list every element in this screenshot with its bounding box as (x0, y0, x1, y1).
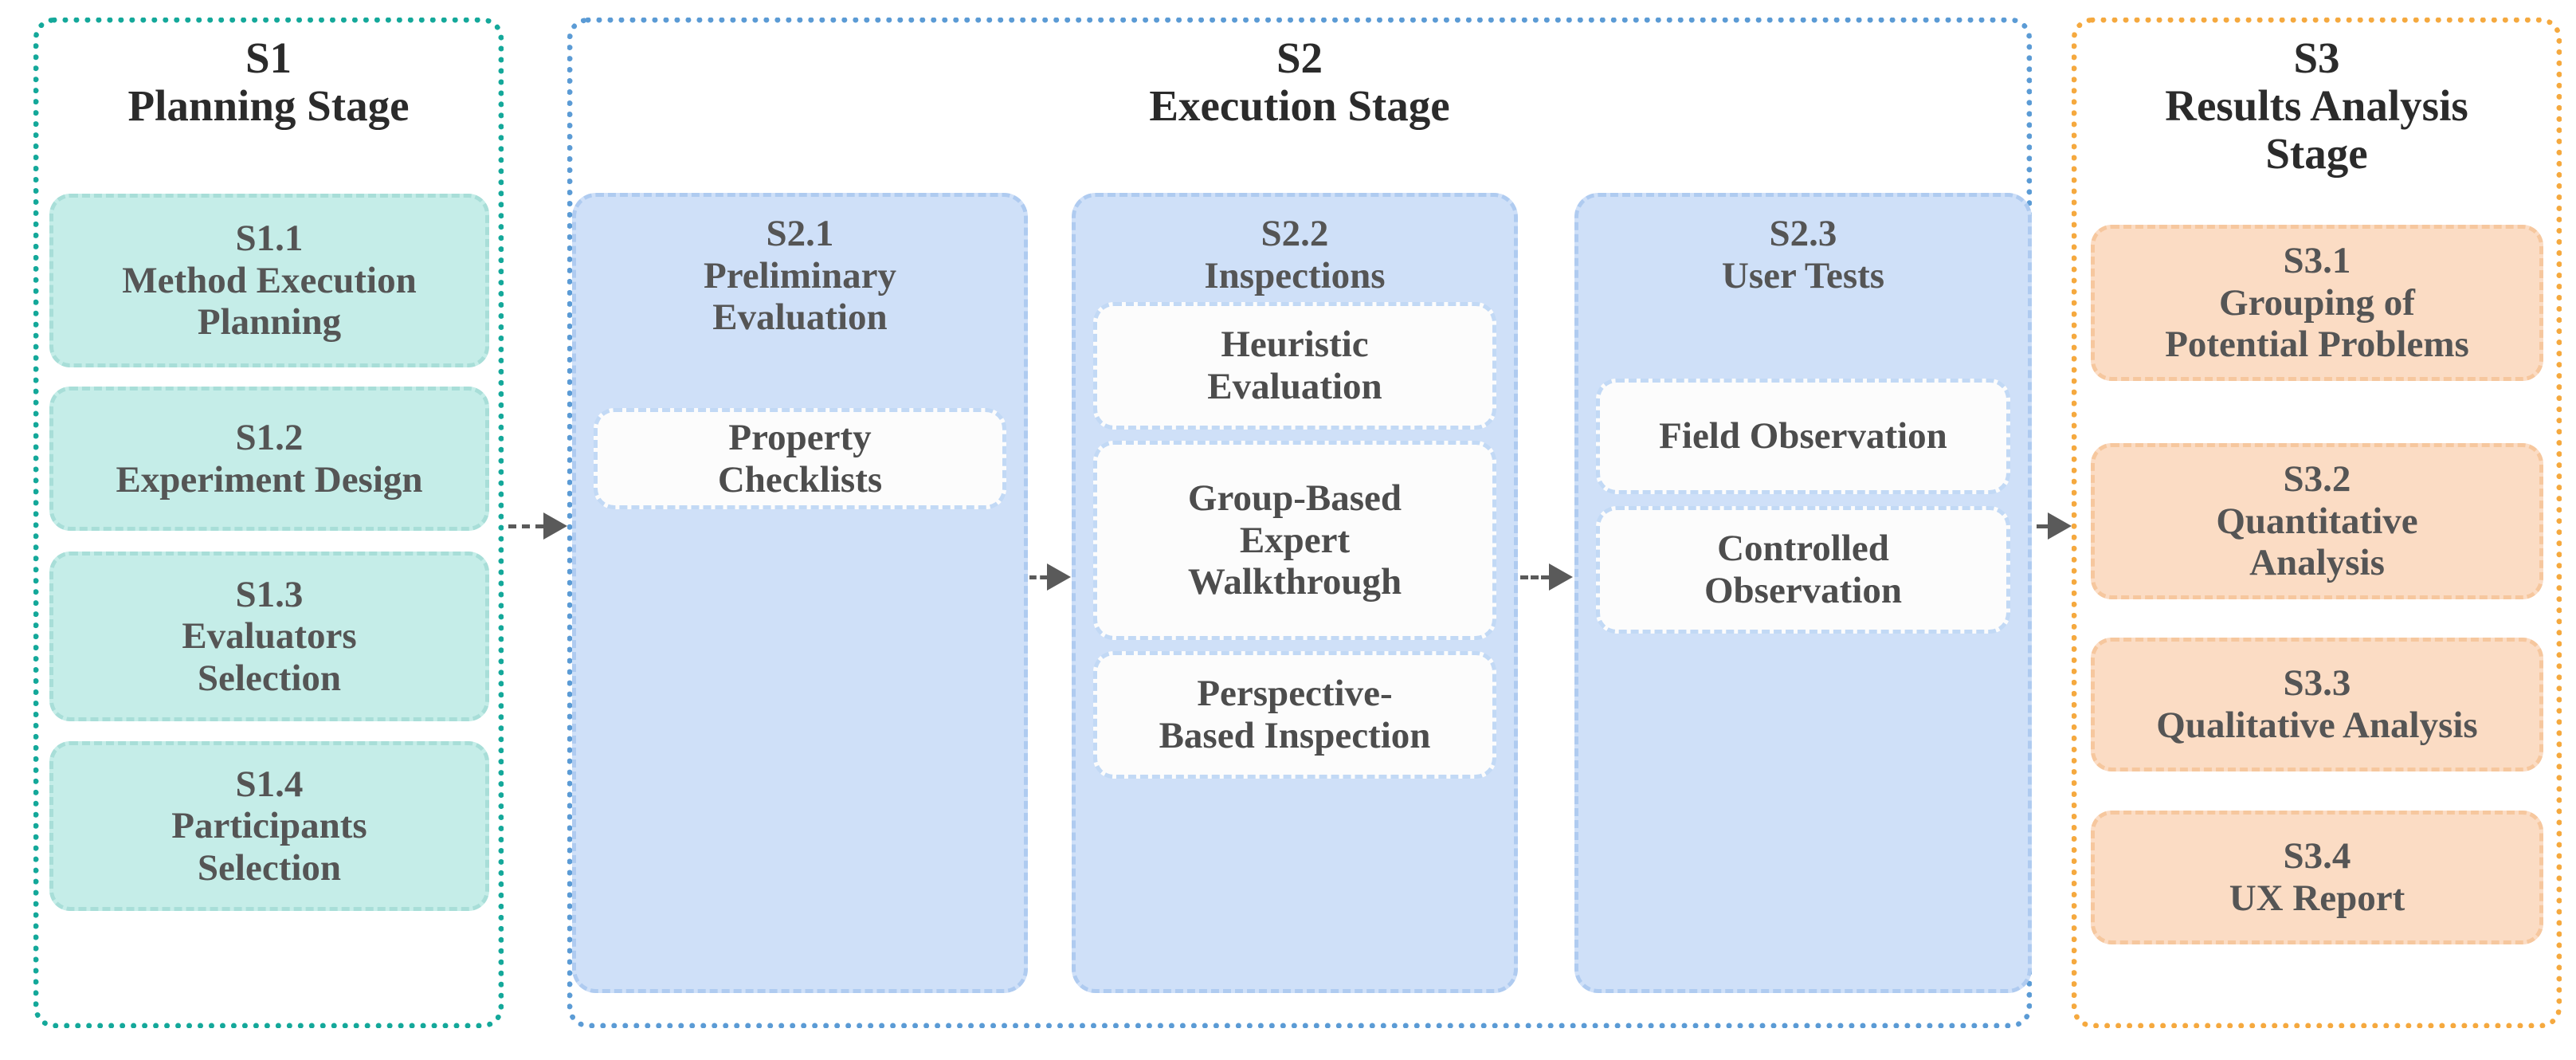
s2-method-property-checklists[interactable]: Property Checklists (594, 408, 1006, 509)
s1-item-4-label: S1.4 Participants Selection (171, 763, 367, 889)
s1-item-1-label: S1.1 Method Execution Planning (122, 218, 417, 344)
s3-item-ux-report[interactable]: S3.4 UX Report (2091, 811, 2543, 944)
s2-panel-preliminary-evaluation[interactable]: S2.1 Preliminary Evaluation Property Che… (572, 193, 1028, 993)
s3-item-3-label: S3.3 Qualitative Analysis (2156, 662, 2478, 746)
stage-s1-planning: S1 Planning Stage (33, 18, 504, 1028)
s3-item-quantitative-analysis[interactable]: S3.2 Quantitative Analysis (2091, 443, 2543, 599)
arrow-head (1549, 563, 1573, 591)
s1-item-3-label: S1.3 Evaluators Selection (182, 573, 357, 699)
s2-panel-user-tests[interactable]: S2.3 User Tests Field Observation Contro… (1574, 193, 2032, 993)
s1-item-participants-selection[interactable]: S1.4 Participants Selection (49, 741, 489, 911)
s2-method-2-3-label: Perspective- Based Inspection (1159, 673, 1431, 756)
arrow-right-icon-s2-to-s3 (2037, 512, 2072, 540)
s2-method-heuristic-evaluation[interactable]: Heuristic Evaluation (1093, 302, 1496, 430)
arrow-right-icon-s1-to-s2 (508, 512, 567, 540)
arrow-head (2048, 512, 2072, 540)
stage-s3-results-analysis: S3 Results Analysis Stage (2072, 18, 2562, 1028)
s3-item-qualitative-analysis[interactable]: S3.3 Qualitative Analysis (2091, 638, 2543, 771)
s2-method-3-1-label: Field Observation (1659, 415, 1947, 457)
s2-method-3-2-label: Controlled Observation (1704, 528, 1903, 611)
stage-s1-title: S1 Planning Stage (127, 33, 410, 130)
arrow-right-icon-s22-to-s23 (1520, 563, 1573, 591)
arrow-tail (1029, 575, 1047, 579)
s1-item-method-execution-planning[interactable]: S1.1 Method Execution Planning (49, 194, 489, 367)
arrow-tail (508, 524, 543, 528)
arrow-tail (1520, 575, 1549, 579)
s2-method-1-1-label: Property Checklists (717, 416, 883, 501)
arrow-tail (2037, 524, 2048, 528)
s3-item-2-label: S3.2 Quantitative Analysis (2216, 458, 2418, 584)
stage-s3-title: S3 Results Analysis Stage (2165, 33, 2468, 178)
s2-panel-2-title: S2.2 Inspections (1204, 213, 1386, 296)
arrow-head (543, 512, 567, 540)
s3-item-1-label: S3.1 Grouping of Potential Problems (2165, 240, 2469, 366)
s2-panel-3-title: S2.3 User Tests (1721, 213, 1885, 296)
s1-item-experiment-design[interactable]: S1.2 Experiment Design (49, 387, 489, 531)
s2-panel-inspections[interactable]: S2.2 Inspections Heuristic Evaluation Gr… (1072, 193, 1518, 993)
s2-panel-1-title: S2.1 Preliminary Evaluation (704, 213, 896, 339)
arrow-head (1047, 563, 1071, 591)
arrow-right-icon-s21-to-s22 (1029, 563, 1071, 591)
s2-method-2-1-label: Heuristic Evaluation (1207, 324, 1382, 407)
s1-item-2-label: S1.2 Experiment Design (116, 416, 423, 501)
s3-item-4-label: S3.4 UX Report (2229, 835, 2405, 919)
s2-method-perspective-based-inspection[interactable]: Perspective- Based Inspection (1093, 651, 1496, 779)
s2-method-controlled-observation[interactable]: Controlled Observation (1596, 506, 2010, 634)
s2-method-field-observation[interactable]: Field Observation (1596, 379, 2010, 494)
s3-item-grouping-of-potential-problems[interactable]: S3.1 Grouping of Potential Problems (2091, 225, 2543, 381)
stage-s2-title: S2 Execution Stage (1149, 33, 1450, 130)
s2-method-2-2-label: Group-Based Expert Walkthrough (1187, 477, 1402, 603)
s1-item-evaluators-selection[interactable]: S1.3 Evaluators Selection (49, 552, 489, 721)
s2-method-group-based-expert-walkthrough[interactable]: Group-Based Expert Walkthrough (1093, 441, 1496, 640)
